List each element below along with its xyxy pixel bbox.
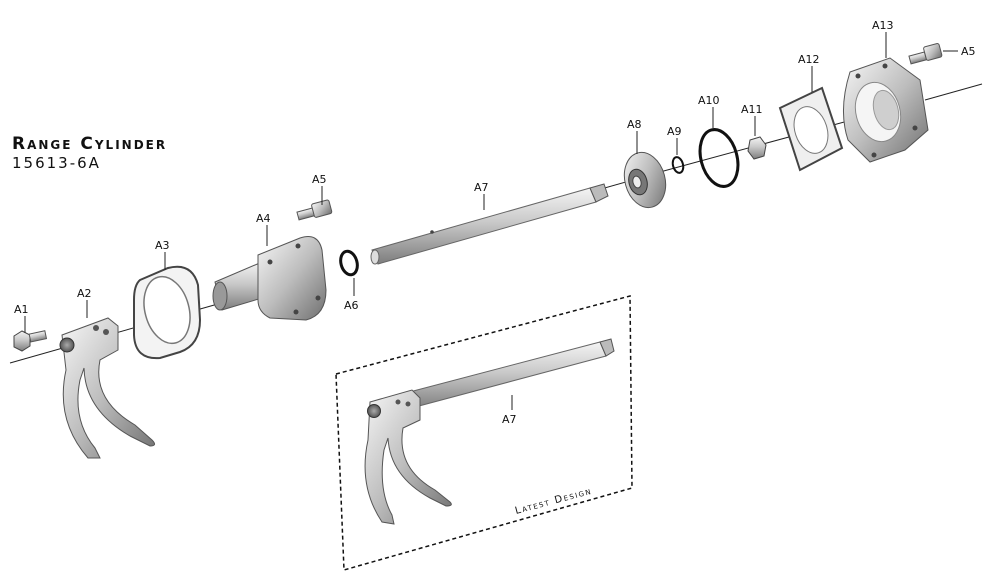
part-labels: A1 A2 A3 A4 A5 A6 A7 A8 A9 A10 A11 A12 A… [14,19,976,517]
part-a11-nut [747,136,767,160]
label-a13: A13 [872,19,894,32]
label-a8: A8 [627,118,642,131]
label-a2: A2 [77,287,92,300]
part-a5-left-screw [296,199,333,221]
inset-fork-and-rod [364,338,615,525]
label-a7-inset: A7 [502,413,517,426]
label-a10: A10 [698,94,720,107]
part-a12-gasket [778,86,844,172]
part-a3-gasket [133,265,202,360]
label-a7-main: A7 [474,181,489,194]
label-a5-left: A5 [312,173,327,186]
part-a13-cover [842,57,929,163]
label-a12: A12 [798,53,820,66]
part-a8-piston [623,151,667,209]
inset-caption: Latest Design [514,486,593,517]
label-a9: A9 [667,125,682,138]
part-a7-rod [370,183,609,265]
part-a2-shift-fork [59,317,156,459]
part-a6-o-ring [339,249,359,277]
label-a11: A11 [741,103,763,116]
part-a10-o-ring [698,128,740,188]
latest-design-inset [335,295,633,571]
label-a1: A1 [14,303,29,316]
label-a6: A6 [344,299,359,312]
part-a4-housing [212,236,327,321]
label-a4: A4 [256,212,271,225]
label-a5-right: A5 [961,45,976,58]
leader-lines [24,32,958,410]
part-number: 15613-6A [12,154,101,172]
part-a1-bolt [13,330,48,352]
diagram-title: Range Cylinder [12,134,168,154]
part-a5-right-screw [908,43,943,65]
label-a3: A3 [155,239,170,252]
part-a9-o-ring [671,156,685,174]
